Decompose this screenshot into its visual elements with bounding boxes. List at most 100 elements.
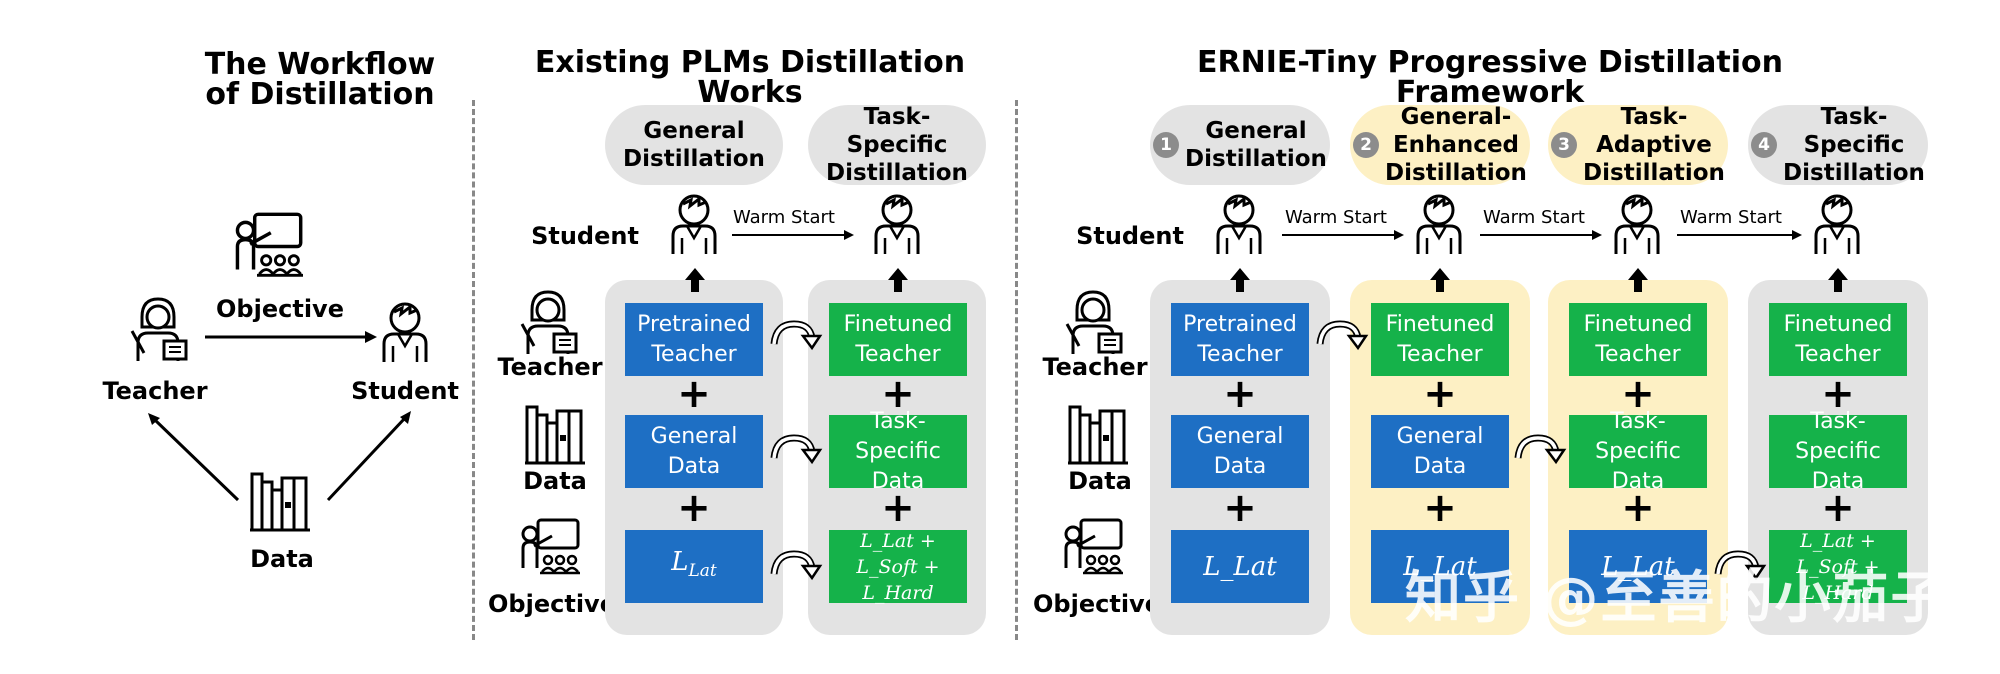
objective-line-1: L_Lat + — [1800, 529, 1876, 552]
workflow-title: The Workflow of Distillation — [204, 47, 436, 112]
ernie-student-1 — [1216, 194, 1262, 256]
ernie-warm-start-arrow-1 — [1282, 230, 1404, 240]
ernie-teacher-box-1: Pretrained Teacher — [1171, 303, 1309, 376]
ernie-data-box-2: General Data — [1371, 415, 1509, 488]
objective-symbol: L — [671, 546, 689, 577]
objective-subscript: Lat — [688, 561, 717, 582]
workflow-teacher-label: Teacher — [102, 377, 208, 405]
existing-stage-task-specific: Task- Specific Distillation — [808, 104, 986, 186]
stage-number-badge: 1 — [1153, 132, 1180, 158]
stage-number-badge: 3 — [1551, 132, 1578, 158]
ernie-data-box-1: General Data — [1171, 415, 1309, 488]
ernie-data-label: Data — [1068, 467, 1132, 495]
stage-label: General Distillation — [1185, 118, 1327, 172]
ernie-warm-start-arrow-2 — [1480, 230, 1602, 240]
existing-books-icon — [525, 405, 587, 465]
existing-objective-box-2: L_Lat + L_Soft + L_Hard — [829, 529, 967, 604]
ernie-curve-arrow-data — [1514, 432, 1569, 466]
ernie-title: ERNIE-Tiny Progressive Distillation Fram… — [1197, 45, 1783, 110]
workflow-data-label: Data — [250, 545, 314, 573]
plus-sign: + — [881, 485, 915, 531]
student-icon — [382, 302, 428, 364]
existing-stage-general: General Distillation — [605, 105, 783, 185]
existing-data-label: Data — [523, 467, 587, 495]
existing-objective-label: Objective — [488, 590, 616, 618]
objective-line-2: L_Soft + L_Hard — [1796, 555, 1880, 604]
ernie-objective-icon — [1064, 518, 1125, 575]
existing-curve-arrow-data — [770, 432, 825, 466]
ernie-data-box-3: Task-Specific Data — [1569, 409, 1707, 494]
ernie-data-box-4: Task-Specific Data — [1769, 409, 1907, 494]
existing-title: Existing PLMs Distillation Works — [534, 45, 966, 110]
existing-teacher-box-1: Pretrained Teacher — [625, 303, 763, 376]
ernie-student-4 — [1814, 194, 1860, 256]
existing-data-box-1: General Data — [625, 415, 763, 488]
workflow-objective-label: Objective — [216, 295, 344, 323]
plus-sign: + — [677, 485, 711, 531]
ernie-teacher-box-2: Finetuned Teacher — [1371, 303, 1509, 376]
existing-up-arrow-1 — [685, 268, 705, 292]
stage-label: Task- Adaptive Distillation — [1583, 104, 1725, 186]
workflow-student-label: Student — [351, 377, 459, 405]
existing-objective-box-1: LLat — [625, 530, 763, 603]
ernie-curve-arrow-teacher — [1316, 318, 1371, 352]
watermark-text: 知乎 @至善的小茄子 — [1405, 566, 1949, 631]
existing-data-box-2: Task-Specific Data — [829, 409, 967, 494]
ernie-objective-label: Objective — [1033, 590, 1161, 618]
separator-left — [472, 100, 475, 640]
teacher-icon — [130, 297, 188, 363]
ernie-warm-start-arrow-3 — [1677, 230, 1802, 240]
stage-label: General- Enhanced Distillation — [1385, 104, 1527, 186]
ernie-teacher-icon — [1065, 290, 1123, 356]
existing-student-1 — [671, 194, 717, 256]
separator-right — [1015, 100, 1018, 640]
stage-number-badge: 2 — [1353, 132, 1380, 158]
ernie-student-3 — [1614, 194, 1660, 256]
ernie-books-icon — [1068, 405, 1130, 465]
existing-warm-start-arrow — [732, 230, 854, 240]
ernie-up-arrow-3 — [1628, 268, 1648, 292]
objective-line-1: L_Lat + — [860, 529, 936, 552]
plus-sign: + — [1223, 485, 1257, 531]
plus-sign: + — [1621, 371, 1655, 417]
objective-text: L_Lat — [1403, 551, 1477, 582]
ernie-warm-start-label-2: Warm Start — [1483, 207, 1585, 228]
ernie-up-arrow-1 — [1230, 268, 1250, 292]
existing-teacher-box-2: Finetuned Teacher — [829, 303, 967, 376]
ernie-warm-start-label-1: Warm Start — [1285, 207, 1387, 228]
ernie-up-arrow-2 — [1430, 268, 1450, 292]
ernie-objective-box-3: L_Lat — [1569, 530, 1707, 603]
plus-sign: + — [1821, 485, 1855, 531]
objective-text: L_Lat — [1203, 551, 1277, 582]
ernie-student-label: Student — [1076, 222, 1184, 250]
ernie-student-2 — [1416, 194, 1462, 256]
existing-teacher-icon — [520, 290, 578, 356]
plus-sign: + — [1621, 485, 1655, 531]
plus-sign: + — [1423, 371, 1457, 417]
books-icon — [248, 472, 312, 532]
plus-sign: + — [1423, 485, 1457, 531]
ernie-objective-box-2: L_Lat — [1371, 530, 1509, 603]
plus-sign: + — [677, 371, 711, 417]
ernie-teacher-box-4: Finetuned Teacher — [1769, 303, 1907, 376]
existing-objective-icon — [521, 518, 582, 575]
ernie-objective-box-4: L_Lat + L_Soft + L_Hard — [1769, 529, 1907, 604]
ernie-objective-box-1: L_Lat — [1171, 530, 1309, 603]
existing-up-arrow-2 — [888, 268, 908, 292]
stage-label: Task- Specific Distillation — [1783, 104, 1925, 186]
ernie-teacher-box-3: Finetuned Teacher — [1569, 303, 1707, 376]
plus-sign: + — [881, 371, 915, 417]
existing-student-2 — [874, 194, 920, 256]
stage-number-badge: 4 — [1751, 132, 1778, 158]
existing-curve-arrow-teacher — [770, 318, 825, 352]
ernie-warm-start-label-3: Warm Start — [1680, 207, 1782, 228]
plus-sign: + — [1821, 371, 1855, 417]
existing-teacher-label: Teacher — [497, 353, 603, 381]
existing-warm-start-label: Warm Start — [733, 207, 835, 228]
existing-student-label: Student — [531, 222, 639, 250]
objective-icon — [235, 212, 305, 277]
